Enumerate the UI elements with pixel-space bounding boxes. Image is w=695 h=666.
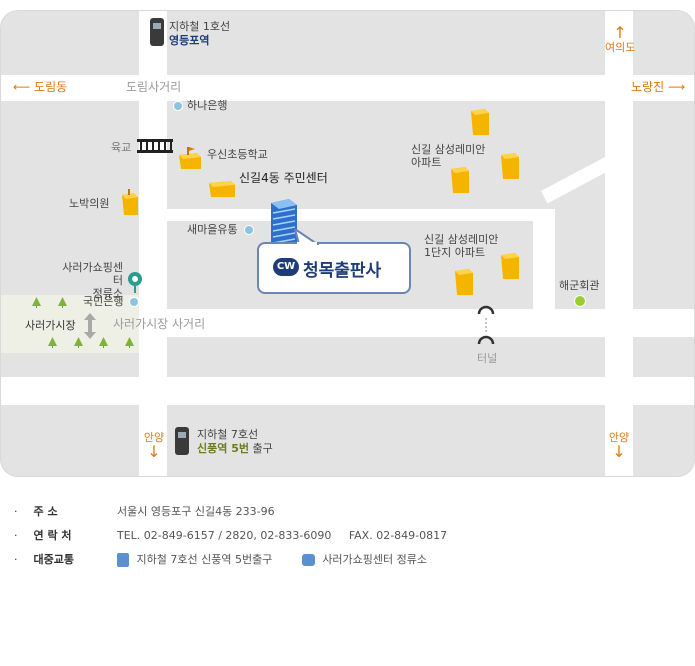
clinic-label: 노박의원 — [69, 197, 110, 210]
kb-bank-dot — [129, 297, 139, 307]
road-top-horizontal — [1, 75, 694, 101]
intersection-mid-label: 사러가시장 사거리 — [113, 317, 206, 331]
arrow-left-icon: ⟵ — [13, 80, 31, 94]
tree-icon — [99, 337, 108, 348]
dir-top-right-label: ↑ 여의도 — [605, 23, 636, 55]
road-inner-vertical — [533, 209, 555, 309]
arrow-right-icon: ⟶ — [667, 80, 686, 94]
apt-building-icon — [471, 109, 489, 135]
community-center-icon — [209, 181, 235, 197]
subway-top-icon — [150, 18, 164, 46]
transit-bus: 사러가쇼핑센터 정류소 — [322, 553, 428, 566]
subway-bottom-exit: 출구 — [252, 442, 273, 455]
bus-stop-pin-icon — [128, 272, 142, 293]
navy-hall-label: 해군회관 — [559, 279, 600, 292]
subway-bottom-station: 신풍역 5번 — [197, 442, 249, 455]
tunnel-label: 터널 — [477, 352, 498, 365]
contact-row: · 연 락 처 TEL. 02-849-6157 / 2820, 02-833-… — [14, 527, 447, 543]
post-office-dot — [244, 225, 254, 235]
location-map: 지하철 1호선 영등포역 ⟵ 도림동 노량진 ⟶ ↑ 여의도 안양 ↓ 안양 ↓… — [0, 10, 695, 477]
crosswalk-arrow-icon — [84, 313, 96, 339]
subway-top-station: 영등포역 — [169, 34, 210, 47]
arrow-down-icon: ↓ — [147, 442, 161, 461]
dir-left-label: ⟵ 도림동 — [13, 80, 68, 94]
tree-icon — [32, 297, 41, 308]
fax-value: FAX. 02-849-0817 — [348, 529, 448, 542]
road-inner-street — [167, 209, 533, 221]
kb-bank-label: 국민은행 — [83, 295, 124, 308]
arrow-up-icon: ↑ — [613, 23, 627, 42]
transit-label: 대중교통 — [33, 553, 74, 566]
bus-small-icon — [301, 554, 315, 566]
transit-subway: 지하철 7호선 신풍역 5번출구 — [136, 553, 273, 566]
road-bottom-horizontal — [1, 377, 694, 405]
hana-bank-dot — [173, 101, 183, 111]
road-left-vertical — [139, 11, 167, 476]
bridge-label: 육교 — [111, 141, 132, 154]
apt-building-icon — [455, 269, 473, 295]
arrow-down-icon: ↓ — [612, 442, 626, 461]
road-right-vertical — [605, 11, 633, 476]
bullet-icon: · — [14, 529, 18, 542]
dir-bottom-left-label: 안양 ↓ — [141, 431, 167, 460]
dir-bottom-right-label: 안양 ↓ — [606, 431, 632, 460]
intersection-top-label: 도림사거리 — [126, 80, 182, 94]
tree-icon — [74, 337, 83, 348]
transit-row: · 대중교통 지하철 7호선 신풍역 5번출구 사러가쇼핑센터 정류소 — [14, 551, 427, 567]
bullet-icon: · — [14, 505, 18, 518]
clinic-building-icon — [122, 189, 138, 215]
contact-label: 연 락 처 — [33, 529, 72, 542]
company-callout[interactable]: CW 청목출판사 — [257, 242, 411, 294]
tree-icon — [48, 337, 57, 348]
market-area — [1, 295, 139, 353]
address-row: · 주 소 서울시 영등포구 신길4동 233-96 — [14, 503, 275, 519]
community-center-label: 신길4동 주민센터 — [239, 171, 328, 185]
bridge-icon — [137, 139, 173, 153]
tree-icon — [125, 337, 134, 348]
hana-bank-label: 하나은행 — [187, 99, 228, 112]
company-name: 청목출판사 — [303, 261, 382, 281]
address-value: 서울시 영등포구 신길4동 233-96 — [117, 505, 275, 518]
subway-small-icon — [117, 553, 129, 567]
tel-value: TEL. 02-849-6157 / 2820, 02-833-6090 — [117, 529, 332, 542]
apt-building-icon — [451, 167, 469, 193]
subway-bottom-station-row: 신풍역 5번 출구 — [197, 442, 273, 455]
navy-hall-dot — [574, 295, 586, 307]
subway-top-line: 지하철 1호선 — [169, 20, 231, 33]
tunnel-icon — [477, 305, 495, 345]
subway-bottom-icon — [175, 427, 189, 455]
apt-building-icon — [501, 253, 519, 279]
apt2-label: 신길 삼성레미안 1단지 아파트 — [424, 233, 499, 259]
school-label: 우신초등학교 — [207, 148, 268, 161]
bus-stop-label: 사러가쇼핑센터 정류소 — [62, 261, 123, 300]
tree-icon — [58, 297, 67, 308]
address-label: 주 소 — [33, 505, 58, 518]
post-office-label: 새마을유통 — [187, 223, 238, 236]
dir-right-label: 노량진 ⟶ — [631, 80, 686, 94]
bullet-icon: · — [14, 553, 18, 566]
apt1-label: 신길 삼성레미안 아파트 — [411, 143, 486, 169]
school-building-icon — [179, 147, 201, 169]
apt-building-icon — [501, 153, 519, 179]
company-logo-icon: CW — [273, 258, 299, 276]
market-label: 사러가시장 — [25, 319, 76, 332]
callout-pointer — [293, 229, 319, 245]
subway-bottom-line: 지하철 7호선 — [197, 428, 259, 441]
